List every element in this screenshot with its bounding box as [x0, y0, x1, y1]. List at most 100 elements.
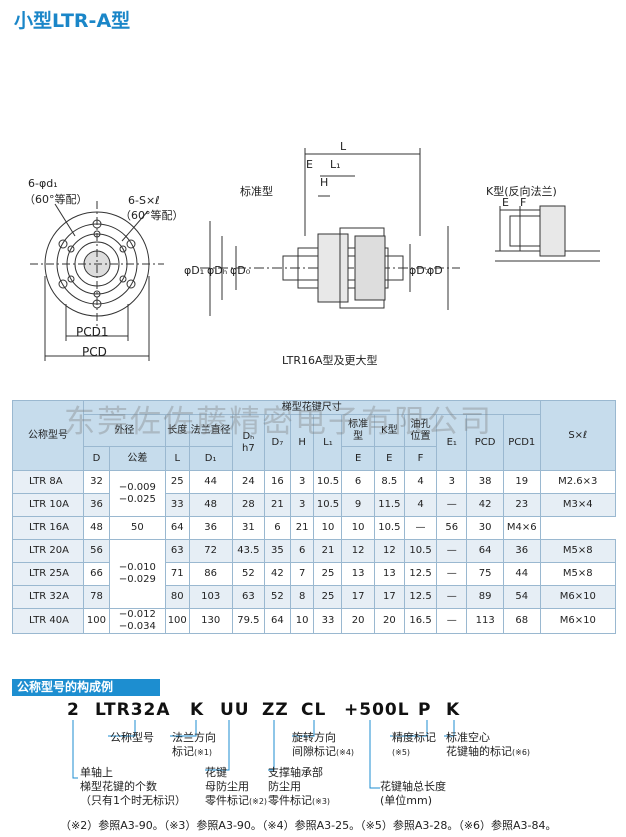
label-k-E: E — [502, 196, 509, 209]
table-cell: 13 — [341, 562, 375, 586]
table-cell: 10 — [313, 516, 343, 540]
table-cell: M4×6 — [502, 516, 541, 540]
table-cell: 10.5 — [313, 470, 343, 494]
table-cell: 79.5 — [231, 608, 265, 634]
th-std: 标准型 — [341, 414, 375, 447]
table-cell: 30 — [466, 516, 504, 540]
table-cell: 21 — [263, 493, 291, 517]
table-cell: M6×10 — [539, 585, 617, 609]
table-cell: 100 — [164, 608, 190, 634]
table-cell: 42 — [263, 562, 291, 586]
table-cell: 64 — [164, 516, 190, 540]
table-cell: 68 — [502, 608, 541, 634]
code-part-k: K — [446, 700, 461, 720]
label-holes-s-note: （60°等配） — [120, 209, 184, 222]
k-type-view — [495, 205, 600, 262]
table-cell: 71 — [164, 562, 190, 586]
table-cell: 43.5 — [231, 539, 265, 563]
ann-model: 公称型号 — [110, 731, 154, 744]
table-cell: M5×8 — [539, 539, 617, 563]
table-cell: 9 — [341, 493, 375, 517]
table-cell: 17 — [373, 585, 405, 609]
table-cell: 28 — [231, 493, 265, 517]
table-cell: 75 — [466, 562, 504, 586]
th-d: D — [83, 446, 110, 471]
th-length: 长度 — [164, 414, 190, 447]
table-cell: 25 — [164, 470, 190, 494]
table-cell: 10.5 — [373, 516, 405, 540]
table-cell: 42 — [466, 493, 504, 517]
label-L: L — [340, 140, 347, 153]
label-D: φD — [427, 264, 443, 277]
table-cell: 3 — [436, 470, 468, 494]
table-cell: 48 — [188, 493, 233, 517]
table-cell: 36 — [83, 493, 110, 517]
table-cell: 19 — [502, 470, 541, 494]
table-cell: 20 — [341, 608, 375, 634]
label-pcd: PCD — [82, 345, 107, 359]
table-cell: — — [403, 516, 438, 540]
th-spline: 梯型花键尺寸 — [83, 400, 541, 415]
ann-count: 单轴上梯型花键的个数（只有1个时无标识） — [80, 766, 186, 807]
th-l1: L₁ — [313, 414, 343, 471]
table-cell: 66 — [83, 562, 110, 586]
th-flange: 法兰直径 — [188, 414, 233, 447]
ann-nut-seal: 花键母防尘用零件标记(※2) — [205, 766, 268, 807]
table-cell: 7 — [289, 562, 315, 586]
page-title: 小型LTR-A型 — [14, 10, 131, 32]
th-k: K型 — [373, 414, 405, 447]
table-cell: 6 — [341, 470, 375, 494]
th-s: S×ℓ — [539, 400, 617, 471]
table-cell: 31 — [231, 516, 265, 540]
th-model: 公称型号 — [11, 400, 85, 471]
example-leader-lines — [72, 720, 455, 789]
th-outer: 外径 — [83, 414, 166, 447]
table-cell: 44 — [502, 562, 541, 586]
th-oil: 油孔位置 — [403, 414, 438, 447]
table-cell: 8.5 — [373, 470, 405, 494]
label-holes-d1-note: （60°等配） — [24, 193, 88, 206]
table-cell: 33 — [313, 608, 343, 634]
ann-accuracy: 精度标记(※5) — [392, 731, 436, 757]
model-cell: LTR 16A — [11, 516, 85, 540]
table-cell: 4 — [403, 470, 438, 494]
table-cell: — — [436, 585, 468, 609]
table-cell: — — [436, 562, 468, 586]
th-d7: D₇ — [263, 414, 291, 471]
label-standard: 标准型 — [240, 185, 273, 198]
table-cell: 130 — [188, 608, 233, 634]
code-part-model: LTR32A — [95, 700, 171, 720]
table-cell: M6×10 — [539, 608, 617, 634]
model-cell: LTR 25A — [11, 562, 85, 586]
label-k-type: K型(反向法兰) — [486, 185, 557, 198]
ann-rotation: 旋转方向间隙标记(※4) — [292, 731, 355, 758]
table-cell: 20 — [373, 608, 405, 634]
model-cell: LTR 20A — [11, 539, 85, 563]
label-E: E — [306, 158, 313, 171]
code-part-uu: UU — [220, 700, 250, 720]
label-holes-d1: 6-φd₁ — [28, 177, 58, 190]
th-pcd1: PCD1 — [502, 414, 541, 471]
table-cell: 12 — [373, 539, 405, 563]
table-cell: 103 — [188, 585, 233, 609]
code-part-count: 2 — [67, 700, 80, 720]
model-cell: LTR 32A — [11, 585, 85, 609]
table-cell: 36 — [502, 539, 541, 563]
example-heading: 公称型号的构成例 — [12, 679, 160, 696]
th-pcd: PCD — [466, 414, 504, 471]
table-cell: M3×4 — [539, 493, 617, 517]
table-cell: 10.5 — [403, 539, 438, 563]
table-cell: 38 — [466, 470, 504, 494]
label-pcd1: PCD1 — [76, 325, 109, 339]
table-cell: 64 — [263, 608, 291, 634]
tolerance-cell: −0.009−0.025 — [108, 470, 166, 517]
table-cell: 50 — [108, 516, 166, 540]
table-cell: 3 — [289, 493, 315, 517]
table-cell: 6 — [263, 516, 291, 540]
table-cell: 86 — [188, 562, 233, 586]
